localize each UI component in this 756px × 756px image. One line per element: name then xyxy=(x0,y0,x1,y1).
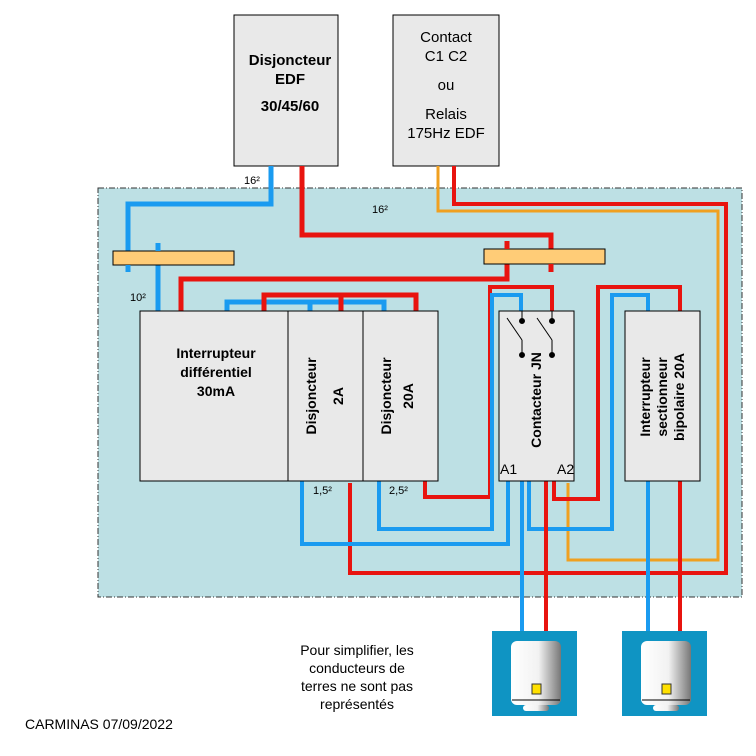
cable-label-16-left: 16² xyxy=(244,175,260,187)
contact-line1: Contact xyxy=(420,29,473,46)
isolator-line3: bipolaire 20A xyxy=(671,353,687,441)
contact-line3: ou xyxy=(438,77,455,94)
neutral-20a-to-contactor-top xyxy=(377,293,523,531)
note-line1: Pour simplifier, les xyxy=(300,642,414,658)
phase-contactor-to-isolator xyxy=(552,285,682,501)
note-line2: conducteurs de xyxy=(309,660,405,676)
neutral-2a-to-a1 xyxy=(300,481,510,546)
differential-switch xyxy=(139,310,289,482)
heater-1-indicator-icon xyxy=(531,683,542,695)
water-heater-1 xyxy=(492,631,577,716)
control-wire xyxy=(436,166,720,562)
terminal-a1: A1 xyxy=(500,461,517,477)
neutral-feed-wire xyxy=(125,166,274,272)
contact-switch-icon xyxy=(506,311,555,358)
breaker-2a xyxy=(287,310,364,482)
heater-2-indicator-icon xyxy=(661,683,672,695)
isolator-line1: Interrupteur xyxy=(637,357,653,437)
edf-breaker-title-line2: EDF xyxy=(275,71,305,88)
breaker-20a xyxy=(362,310,439,482)
note-line3: terres ne sont pas xyxy=(301,678,413,694)
terminal-a2: A2 xyxy=(557,461,574,477)
contactor-label: Contacteur JN xyxy=(528,352,544,448)
contactor-jn xyxy=(498,310,575,482)
differential-line2: différentiel xyxy=(180,364,252,380)
differential-line1: Interrupteur xyxy=(176,345,256,361)
water-heater-2 xyxy=(622,631,707,716)
contact-line4: Relais xyxy=(425,106,467,123)
bipolar-isolator xyxy=(624,310,701,482)
edf-breaker-title-line1: Disjoncteur xyxy=(249,52,332,69)
neutral-busbar xyxy=(112,250,235,266)
author-date: CARMINAS 07/09/2022 xyxy=(25,716,173,732)
edf-breaker-rating: 30/45/60 xyxy=(261,98,319,115)
contact-line2: C1 C2 xyxy=(425,48,468,65)
breaker-2a-line1: Disjoncteur xyxy=(303,357,319,435)
isolator-line2: sectionneur xyxy=(654,357,670,437)
note-line4: représentés xyxy=(320,696,394,712)
phase-busbar xyxy=(483,248,606,265)
cable-label-10: 10² xyxy=(130,292,146,304)
cable-label-1-5: 1,5² xyxy=(313,485,332,497)
neutral-contactor-to-isolator xyxy=(527,293,650,531)
breaker-2a-line2: 2A xyxy=(330,387,346,405)
cable-label-16-panel: 16² xyxy=(372,204,388,216)
breaker-20a-line1: Disjoncteur xyxy=(378,357,394,435)
differential-line3: 30mA xyxy=(197,383,235,399)
contact-phase-wire xyxy=(348,166,728,575)
cable-label-2-5: 2,5² xyxy=(389,485,408,497)
breaker-20a-line2: 20A xyxy=(400,383,416,409)
contact-line5: 175Hz EDF xyxy=(407,125,485,142)
neutral-comb xyxy=(224,299,387,311)
contact-relay-box xyxy=(392,14,500,167)
edf-breaker-box xyxy=(233,14,339,167)
